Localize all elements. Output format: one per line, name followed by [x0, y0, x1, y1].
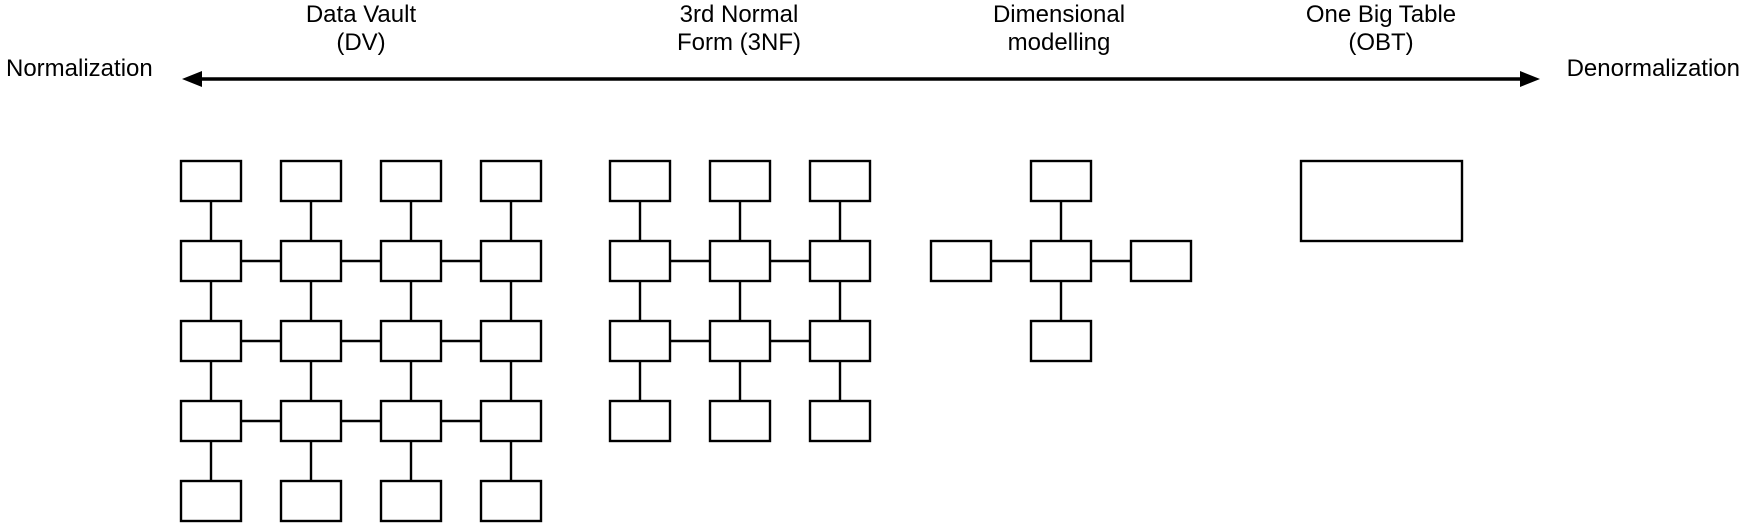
3nf-table-node: [708, 159, 772, 203]
data-vault-table-node: [379, 399, 443, 443]
method-label-data-vault: Data Vault (DV): [251, 1, 471, 57]
3nf-table-node: [708, 239, 772, 283]
data-vault-table-node: [479, 479, 543, 523]
data-vault-table-node: [179, 159, 243, 203]
3nf-table-node: [608, 319, 672, 363]
spectrum-arrowhead-left: [182, 71, 202, 87]
data-vault-table-node: [279, 239, 343, 283]
data-vault-table-node: [279, 159, 343, 203]
data-vault-table-node: [179, 319, 243, 363]
3nf-table-node: [808, 239, 872, 283]
data-vault-table-node: [179, 479, 243, 523]
method-label-obt: One Big Table (OBT): [1271, 1, 1491, 57]
data-vault-table-node: [279, 399, 343, 443]
dimensional-dimension-table-node: [1029, 159, 1093, 203]
method-label-line: (DV): [336, 29, 386, 56]
3nf-table-node: [608, 399, 672, 443]
3nf-table-node: [808, 399, 872, 443]
spectrum-arrowhead-right: [1520, 71, 1540, 87]
data-vault-table-node: [179, 399, 243, 443]
dimensional-fact-table-node: [1029, 239, 1093, 283]
3nf-table-node: [608, 159, 672, 203]
method-label-line: Dimensional: [992, 1, 1126, 28]
3nf-table-node: [808, 319, 872, 363]
data-vault-table-node: [379, 319, 443, 363]
data-vault-table-node: [379, 479, 443, 523]
method-label-line: modelling: [1007, 29, 1111, 56]
method-label-line: Form (3NF): [677, 29, 801, 56]
obt-big-table-node: [1299, 159, 1464, 243]
data-vault-table-node: [479, 239, 543, 283]
3nf-table-node: [708, 399, 772, 443]
method-label-line: Data Vault: [305, 1, 417, 28]
3nf-table-node: [608, 239, 672, 283]
data-vault-table-node: [179, 239, 243, 283]
data-vault-table-node: [479, 319, 543, 363]
data-vault-table-node: [279, 319, 343, 363]
method-label-dimensional: Dimensional modelling: [949, 1, 1169, 57]
3nf-table-node: [808, 159, 872, 203]
dimensional-dimension-table-node: [1129, 239, 1193, 283]
data-vault-table-node: [279, 479, 343, 523]
method-label-3nf: 3rd Normal Form (3NF): [629, 1, 849, 57]
method-label-line: One Big Table: [1305, 1, 1457, 28]
data-vault-table-node: [379, 159, 443, 203]
normalization-label: Normalization: [6, 55, 153, 82]
data-vault-table-node: [479, 159, 543, 203]
dimensional-dimension-table-node: [1029, 319, 1093, 363]
method-label-line: (OBT): [1348, 29, 1414, 56]
data-vault-table-node: [379, 239, 443, 283]
data-vault-table-node: [479, 399, 543, 443]
denormalization-label: Denormalization: [1566, 55, 1740, 82]
method-label-line: 3rd Normal: [679, 1, 799, 28]
dimensional-dimension-table-node: [929, 239, 993, 283]
3nf-table-node: [708, 319, 772, 363]
